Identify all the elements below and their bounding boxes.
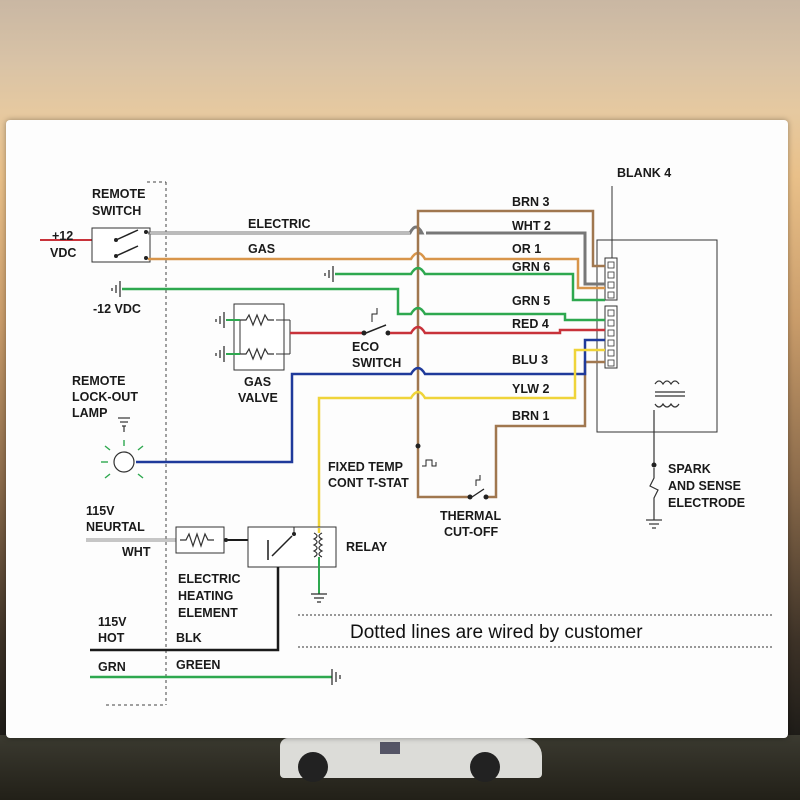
blk-label: BLK [176, 631, 202, 645]
tstat-icon [422, 459, 437, 467]
minus12-label: -12 VDC [93, 302, 141, 316]
rv-window [380, 742, 400, 754]
eco-switch-icon [365, 324, 387, 334]
gas-valve-label-1: GAS [244, 375, 271, 389]
vdc-label: VDC [50, 246, 76, 260]
blank4-label: BLANK 4 [617, 166, 671, 180]
ylw2-wire [317, 348, 605, 528]
heating-label-1: ELECTRIC [178, 572, 241, 586]
thermal-cutoff-icon [471, 488, 485, 498]
rv-wheel-front [298, 752, 328, 782]
brn3-wire [416, 209, 605, 499]
remote-switch-label-2: SWITCH [92, 204, 141, 218]
grn6-ground-icon [324, 266, 334, 282]
relay-coil-icon [312, 532, 324, 558]
gas-valve-label-2: VALVE [238, 391, 278, 405]
spark-label-2: AND SENSE [668, 479, 741, 493]
wht-label: WHT [122, 545, 151, 559]
spark-node [651, 462, 657, 468]
spark-label-3: ELECTRODE [668, 496, 745, 510]
spark-label-1: SPARK [668, 462, 711, 476]
upper-terminal-block [604, 257, 618, 301]
control-board [596, 239, 718, 433]
lockout-label-1: REMOTE [72, 374, 125, 388]
remote-switch-label-1: REMOTE [92, 187, 145, 201]
grn-label: GRN [98, 660, 126, 674]
red4-wire [390, 325, 605, 335]
rv-wheel-rear [470, 752, 500, 782]
heating-label-2: HEATING [178, 589, 233, 603]
plus12-label: +12 [52, 229, 73, 243]
brn1-label: BRN 1 [512, 409, 550, 423]
eco-switch-label-2: SWITCH [352, 356, 401, 370]
transformer-icon [654, 380, 685, 408]
wht2-label: WHT 2 [512, 219, 551, 233]
spark-electrode-icon [649, 468, 659, 520]
neutral-label-2: NEURTAL [86, 520, 145, 534]
minus12-ground-icon [111, 281, 121, 297]
hot-label-2: HOT [98, 631, 125, 645]
terminal-pins [607, 261, 615, 367]
electric-wire [148, 225, 425, 235]
remote-switch-box[interactable] [91, 227, 151, 263]
lockout-label-3: LAMP [72, 406, 107, 420]
green-ground-icon [331, 669, 341, 685]
diagram-panel [6, 120, 788, 738]
relay-box [247, 526, 337, 568]
blu3-wire [136, 338, 605, 464]
gas-valve-ground-icons [215, 312, 225, 362]
lamp-ground-icon [118, 417, 130, 432]
relay-label: RELAY [346, 540, 388, 554]
relay-contact-icon [271, 535, 293, 557]
brn3-label: BRN 3 [512, 195, 550, 209]
heating-label-3: ELEMENT [178, 606, 238, 620]
gas-valve-box [233, 303, 285, 371]
fixed-temp-label-2: CONT T-STAT [328, 476, 409, 490]
brn1-wire [486, 360, 605, 499]
electric-label: ELECTRIC [248, 217, 311, 231]
grn6-label: GRN 6 [512, 260, 550, 274]
grn5-wire [122, 287, 605, 322]
fixed-temp-label-1: FIXED TEMP [328, 460, 403, 474]
gas-wire [148, 251, 605, 290]
thermal-label-2: CUT-OFF [444, 525, 499, 539]
ylw2-label: YLW 2 [512, 382, 550, 396]
blu3-label: BLU 3 [512, 353, 548, 367]
green-label: GREEN [176, 658, 220, 672]
lockout-label-2: LOCK-OUT [72, 390, 138, 404]
grn6-wire [335, 266, 605, 302]
hot-wire [90, 567, 280, 652]
thermal-label-1: THERMAL [440, 509, 501, 523]
wht2-wire [426, 231, 605, 286]
hot-label-1: 115V [98, 615, 127, 629]
spark-ground-icon [646, 519, 662, 529]
red4-label: RED 4 [512, 317, 549, 331]
lamp-rays [101, 440, 144, 479]
gas-label: GAS [248, 242, 275, 256]
customer-wiring-caption: Dotted lines are wired by customer [350, 622, 643, 643]
lockout-lamp-icon [113, 451, 135, 473]
grn5-label: GRN 5 [512, 294, 550, 308]
or1-label: OR 1 [512, 242, 541, 256]
neutral-label-1: 115V [86, 504, 115, 518]
relay-ground-icon [311, 593, 327, 603]
eco-switch-label-1: ECO [352, 340, 379, 354]
